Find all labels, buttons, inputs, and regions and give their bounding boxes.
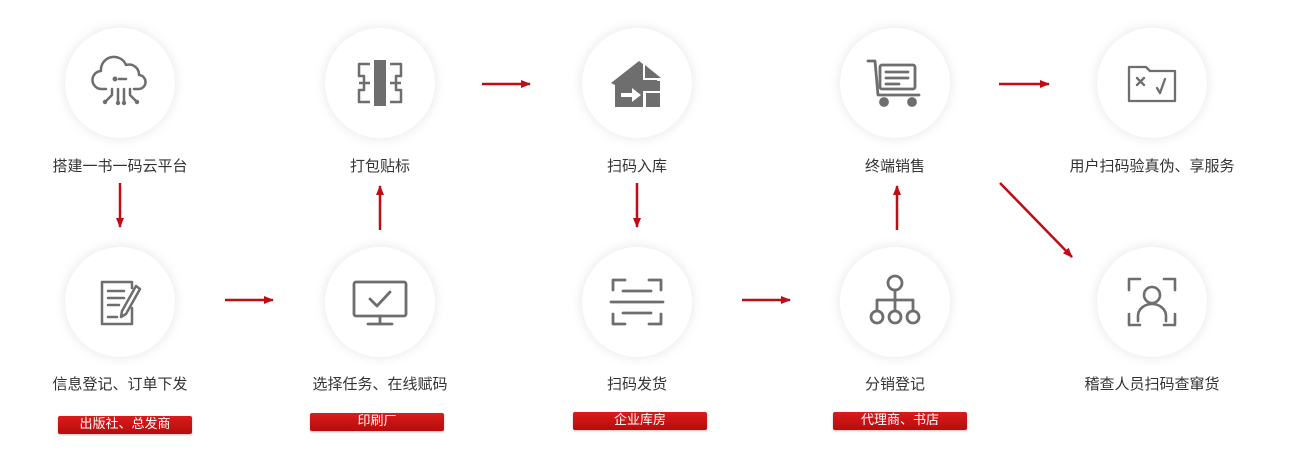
- org-tree-icon: [869, 274, 921, 325]
- step-ship-label: 扫码发货: [606, 375, 667, 393]
- step-package-label: 打包贴标: [349, 157, 410, 175]
- step-verify-circle: [1097, 28, 1207, 138]
- warehouse-entry-icon: [611, 61, 661, 107]
- tag-publisher: 出版社、总发商: [58, 416, 192, 434]
- step-platform-circle: [65, 28, 175, 138]
- step-distribute-label: 分销登记: [864, 375, 925, 393]
- monitor-check-icon: [352, 280, 408, 326]
- step-inspect-circle: [1097, 247, 1207, 357]
- tag-agent: 代理商、书店: [833, 412, 967, 430]
- step-inspect-label: 稽查人员扫码查窜货: [1084, 375, 1220, 393]
- step-warehouse-in-circle: [582, 28, 692, 138]
- step-assign-label: 选择任务、在线赋码: [312, 375, 448, 393]
- scan-frame-icon: [609, 278, 665, 326]
- step-sale-label: 终端销售: [864, 157, 925, 175]
- label-wrap-icon: [357, 60, 403, 106]
- step-platform-label: 搭建一书一码云平台: [52, 157, 188, 175]
- step-verify-label: 用户扫码验真伪、享服务: [1069, 157, 1235, 175]
- step-register-circle: [65, 247, 175, 357]
- step-warehouse-in-label: 扫码入库: [606, 157, 667, 175]
- step-ship-circle: [582, 247, 692, 357]
- step-package-circle: [325, 28, 435, 138]
- step-assign-circle: [325, 247, 435, 357]
- step-register-label: 信息登记、订单下发: [52, 375, 188, 393]
- arrow-sale-to-inspect: [999, 182, 1073, 258]
- tag-storehouse: 企业库房: [573, 412, 707, 430]
- document-edit-icon: [100, 280, 142, 326]
- verify-card-icon: [1127, 65, 1177, 103]
- tag-printer: 印刷厂: [310, 413, 444, 431]
- step-sale-circle: [840, 28, 950, 138]
- shopping-cart-icon: [866, 59, 921, 107]
- step-distribute-circle: [840, 247, 950, 357]
- face-scan-icon: [1127, 277, 1177, 327]
- cloud-network-icon: [91, 55, 147, 106]
